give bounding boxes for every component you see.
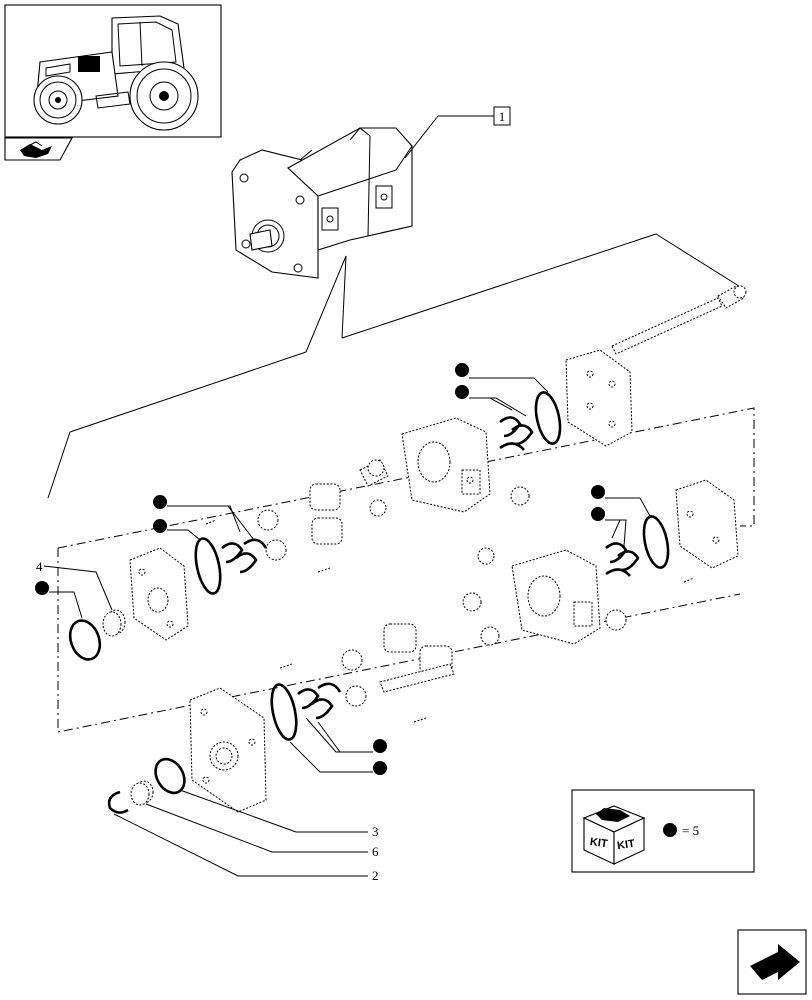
pump-body-rear <box>401 417 491 513</box>
assembly-boundary <box>57 407 755 549</box>
gear-set-lower <box>279 592 500 723</box>
kit-dot-icon <box>373 739 387 753</box>
gear-set-upper <box>205 459 530 573</box>
callout-label-circlip: 2 <box>372 868 379 883</box>
seal-set-lower <box>270 682 342 741</box>
kit-dot-icon <box>591 507 605 521</box>
kit-dot-icon <box>153 495 167 509</box>
callout-label-oring: 3 <box>372 824 379 839</box>
kit-legend: KIT KIT = 5 <box>571 789 755 873</box>
seal-set-right <box>605 515 670 577</box>
kit-box-icon: KIT KIT <box>582 805 646 865</box>
callout-label-bearing: 6 <box>372 844 379 859</box>
callout-seal-ring-front: 4 <box>36 559 113 611</box>
callout-pump-assembly: 1 <box>404 106 511 159</box>
kit-dot-icon <box>455 363 469 377</box>
callout-bearing-ring: 6 <box>145 803 379 859</box>
callout-label-seal-ring: 4 <box>36 559 43 574</box>
bearing-ring <box>130 780 154 806</box>
seal-set-upper <box>499 391 562 451</box>
nav-back-arrow-icon[interactable] <box>4 137 73 161</box>
rear-cover-2 <box>675 479 739 569</box>
callout-oring-shaft: 3 <box>179 789 379 839</box>
kit-dot-icon <box>663 823 677 837</box>
kit-box-label-left: KIT <box>589 836 608 850</box>
kit-dot-icon <box>591 485 605 499</box>
rear-cover <box>565 349 633 447</box>
shaft-oring <box>154 757 186 795</box>
pump-body-front <box>477 547 695 645</box>
kit-dot-icon <box>153 519 167 533</box>
front-seal-ring <box>68 609 126 661</box>
nav-next-arrow-icon[interactable] <box>737 929 807 995</box>
pump-assembly-illustration <box>231 127 413 279</box>
callout-label-pump-assembly: 1 <box>499 109 506 124</box>
circlip <box>107 790 129 814</box>
mounting-flange <box>189 687 267 813</box>
kit-dot-icon <box>455 385 469 399</box>
kit-equals-text: = 5 <box>682 823 699 838</box>
kit-marker-group <box>35 363 651 775</box>
kit-dot-icon <box>373 761 387 775</box>
explosion-guide-lines <box>47 233 743 499</box>
tie-bolt <box>611 285 747 355</box>
tractor-thumbnail-icon[interactable] <box>4 4 222 138</box>
kit-box-label-right: KIT <box>616 838 635 852</box>
front-housing <box>129 547 189 641</box>
kit-dot-icon <box>35 581 49 595</box>
callout-circlip: 2 <box>113 813 379 883</box>
seal-set-middle <box>194 537 268 595</box>
